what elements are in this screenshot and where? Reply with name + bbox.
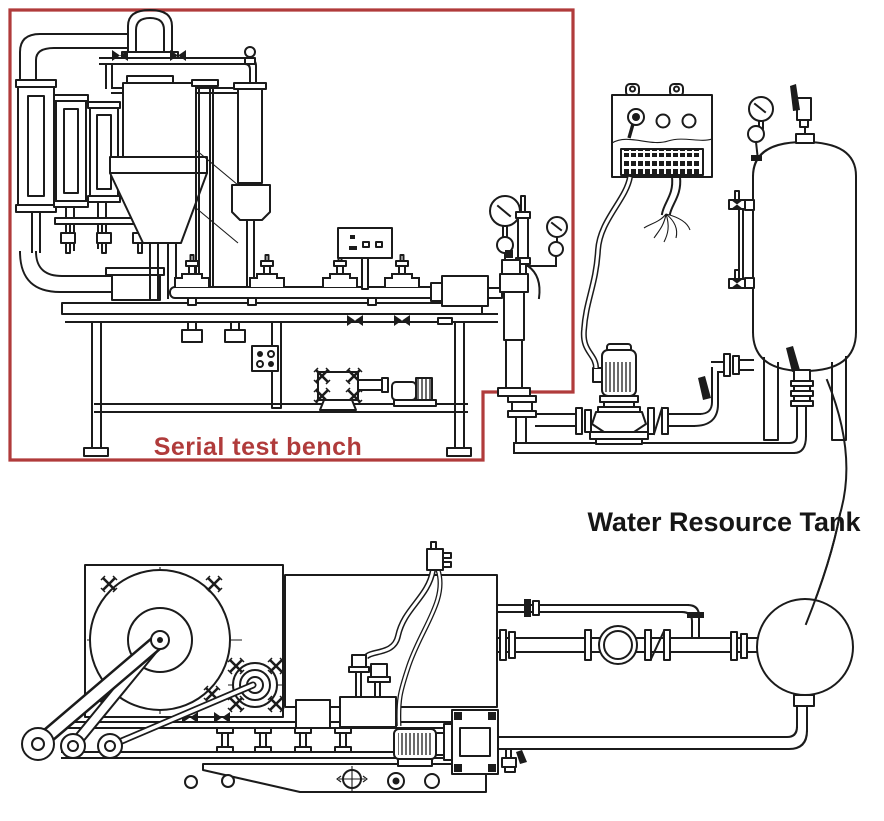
bolt-cross-symbol <box>336 766 368 792</box>
pump-head <box>443 709 499 775</box>
under-bench-pump <box>312 366 437 411</box>
panel-cable-left <box>580 176 633 369</box>
pressure-gauges <box>430 195 568 397</box>
serial-test-bench-label: Serial test bench <box>154 433 363 461</box>
sight-glass <box>728 190 755 289</box>
plunger-pump-machine <box>21 541 498 793</box>
pressure-transducers <box>339 541 452 728</box>
serial-test-bench-drawing <box>15 9 568 457</box>
tank-drain-valve <box>786 346 814 455</box>
bench-control-panel <box>337 227 393 290</box>
loop-piping <box>496 599 809 773</box>
water-resource-tank <box>728 84 858 455</box>
flow-tube-columns <box>15 79 165 301</box>
panel-cable-right <box>643 175 691 243</box>
test-bench-table <box>61 227 498 457</box>
flow-meter <box>598 625 638 665</box>
label-leader-line <box>804 378 848 626</box>
supply-return-piping-top <box>507 395 795 454</box>
leader-line-tip <box>804 512 842 626</box>
serial-test-bench-region <box>8 8 575 462</box>
drive-motor <box>393 728 449 767</box>
water-resource-tank-label: Water Resource Tank <box>587 507 861 537</box>
sphere-tank <box>756 512 854 707</box>
inline-vertical-pump <box>589 343 754 445</box>
electrical-control-panel <box>580 83 713 369</box>
hopper-vessel <box>109 75 271 299</box>
